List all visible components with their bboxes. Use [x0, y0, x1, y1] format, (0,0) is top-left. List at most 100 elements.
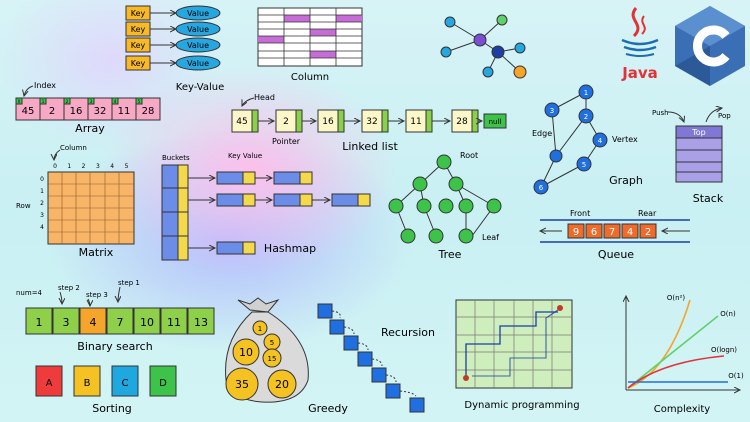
matrix-row-index: 2: [40, 200, 44, 207]
graph-node: [549, 149, 563, 163]
bs-cell: [106, 307, 134, 335]
matrix-column-label: Column: [60, 144, 87, 152]
hashmap-buckets-label: Buckets: [162, 154, 190, 162]
greedy-caption: Greedy: [308, 402, 348, 415]
graph-caption: Graph: [609, 174, 643, 187]
tree-caption: Tree: [438, 248, 462, 261]
value-label: Value: [187, 9, 209, 18]
bs-value: 10: [140, 316, 154, 329]
bs-cell: [133, 307, 161, 335]
array-caption: Array: [75, 122, 105, 135]
queue-value: 9: [573, 227, 579, 238]
sort-item-label: B: [84, 378, 91, 389]
linkedlist-null: [483, 113, 507, 129]
bs-step3-label: step 3: [86, 291, 108, 299]
array-value: 28: [142, 106, 155, 117]
linkedlist-value: 45: [236, 117, 247, 127]
bs-cell: [25, 307, 53, 335]
array-index: 3: [90, 99, 93, 104]
sort-item-label: A: [46, 378, 53, 389]
queue-cell: [639, 223, 657, 239]
graph-node-label: 1: [584, 89, 588, 97]
bs-cell: [160, 307, 188, 335]
graph-node-label: 2: [584, 113, 588, 121]
queue-cell: [585, 223, 603, 239]
graph-node-label: 6: [539, 184, 544, 192]
queue-cell: [603, 223, 621, 239]
bs-cell: [187, 307, 215, 335]
complexity-label: O(logn): [711, 346, 737, 354]
bs-num-label: num=4: [16, 289, 43, 297]
bs-value: 4: [90, 316, 97, 329]
hashmap-keyvalue-label: Key Value: [228, 152, 262, 160]
tree-root-label: Root: [460, 151, 478, 160]
queue-rear-label: Rear: [638, 209, 657, 218]
column-section: Column: [257, 7, 363, 83]
array-index-label: Index: [34, 81, 56, 90]
recursion-section: Recursion: [317, 303, 435, 413]
matrix-caption: Matrix: [79, 246, 114, 259]
greedy-coin-label: 35: [235, 378, 249, 391]
keyvalue-caption: Key-Value: [176, 82, 224, 93]
graph-edge-label: Edge: [532, 129, 552, 138]
stack-top-label: Top: [691, 128, 706, 137]
linkedlist-head-label: Head: [254, 93, 275, 102]
graph-node: [578, 108, 594, 124]
array-index-box: [87, 97, 95, 105]
keyvalue-pair: Key Value: [125, 37, 221, 53]
linkedlist-caption: Linked list: [342, 140, 398, 153]
greedy-coin: [262, 348, 282, 368]
bs-value: 7: [117, 316, 124, 329]
greedy-coin: [232, 338, 260, 366]
matrix-col-index: 4: [110, 163, 114, 170]
keyvalue-pair: Key Value: [125, 5, 221, 21]
linkedlist-value: 11: [410, 117, 421, 127]
array-index: 0: [18, 99, 21, 104]
array-index: 2: [66, 99, 69, 104]
matrix-col-index: 0: [53, 163, 57, 170]
stack-pop-label: Pop: [718, 112, 731, 120]
hashmap-entry-value: [299, 171, 313, 185]
graph-node: [592, 132, 608, 148]
queue-value: 2: [645, 227, 651, 238]
array-value: 11: [118, 106, 131, 117]
complexity-section: O(n²)O(n)O(logn)O(1) Complexity: [626, 294, 744, 415]
matrix-col-index: 1: [67, 163, 71, 170]
array-index-box: [135, 97, 143, 105]
greedy-coin: [267, 369, 297, 399]
matrix-col-index: 3: [96, 163, 100, 170]
complexity-labels: O(n²)O(n)O(logn)O(1): [667, 294, 744, 380]
linkedlist-value: 16: [322, 117, 334, 127]
array-value: 2: [49, 106, 55, 117]
queue-caption: Queue: [598, 248, 634, 261]
keyvalue-pair: Key Value: [125, 55, 221, 71]
linkedlist-pointer-label: Pointer: [272, 137, 301, 146]
column-caption: Column: [291, 72, 329, 83]
linkedlist-pointer: [425, 109, 433, 133]
graph-node: [533, 179, 549, 195]
array-index: 5: [138, 99, 141, 104]
array-index-box: [63, 97, 71, 105]
matrix-row-index: 3: [40, 212, 44, 219]
graph-node: [544, 102, 560, 118]
hashmap-entry-value: [299, 193, 313, 207]
array-value: 32: [94, 106, 107, 117]
key-label: Key: [131, 59, 146, 68]
greedy-coin-label: 1: [258, 325, 262, 333]
linkedlist-value: 32: [366, 117, 377, 127]
hashmap-caption: Hashmap: [264, 242, 316, 255]
greedy-coin: [225, 367, 259, 401]
linkedlist-value: 28: [456, 117, 468, 127]
hashmap-section: Buckets Key Value Hashmap: [161, 152, 371, 261]
bs-cell: [52, 307, 80, 335]
bs-value: 11: [167, 316, 181, 329]
queue-value: 7: [609, 227, 615, 238]
queue-value: 4: [627, 227, 633, 238]
linkedlist-pointer: [471, 109, 479, 133]
